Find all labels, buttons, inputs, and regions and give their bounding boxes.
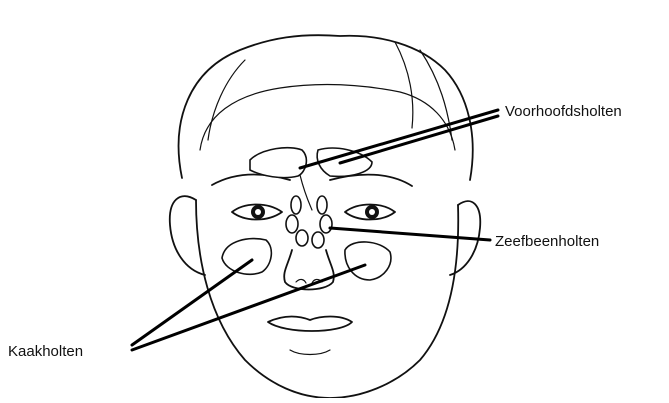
forehead-line bbox=[300, 175, 312, 210]
maxillary-sinus-left bbox=[222, 239, 271, 275]
label-maxillary-sinus: Kaakholten bbox=[8, 344, 83, 359]
mouth bbox=[268, 317, 352, 332]
left-ear bbox=[170, 196, 205, 275]
nose bbox=[284, 250, 334, 290]
label-ethmoid-sinus: Zeefbeenholten bbox=[495, 234, 599, 249]
hair-strand bbox=[395, 42, 413, 128]
left-pupil-highlight bbox=[255, 209, 261, 215]
pointers bbox=[132, 110, 498, 350]
maxillary-sinus-right bbox=[345, 242, 391, 280]
label-frontal-sinus: Voorhoofdsholten bbox=[505, 104, 622, 119]
frontal-sinus-left bbox=[250, 148, 306, 178]
nostril bbox=[296, 279, 306, 283]
chin-line bbox=[290, 350, 330, 355]
right-pupil-highlight bbox=[369, 209, 375, 215]
